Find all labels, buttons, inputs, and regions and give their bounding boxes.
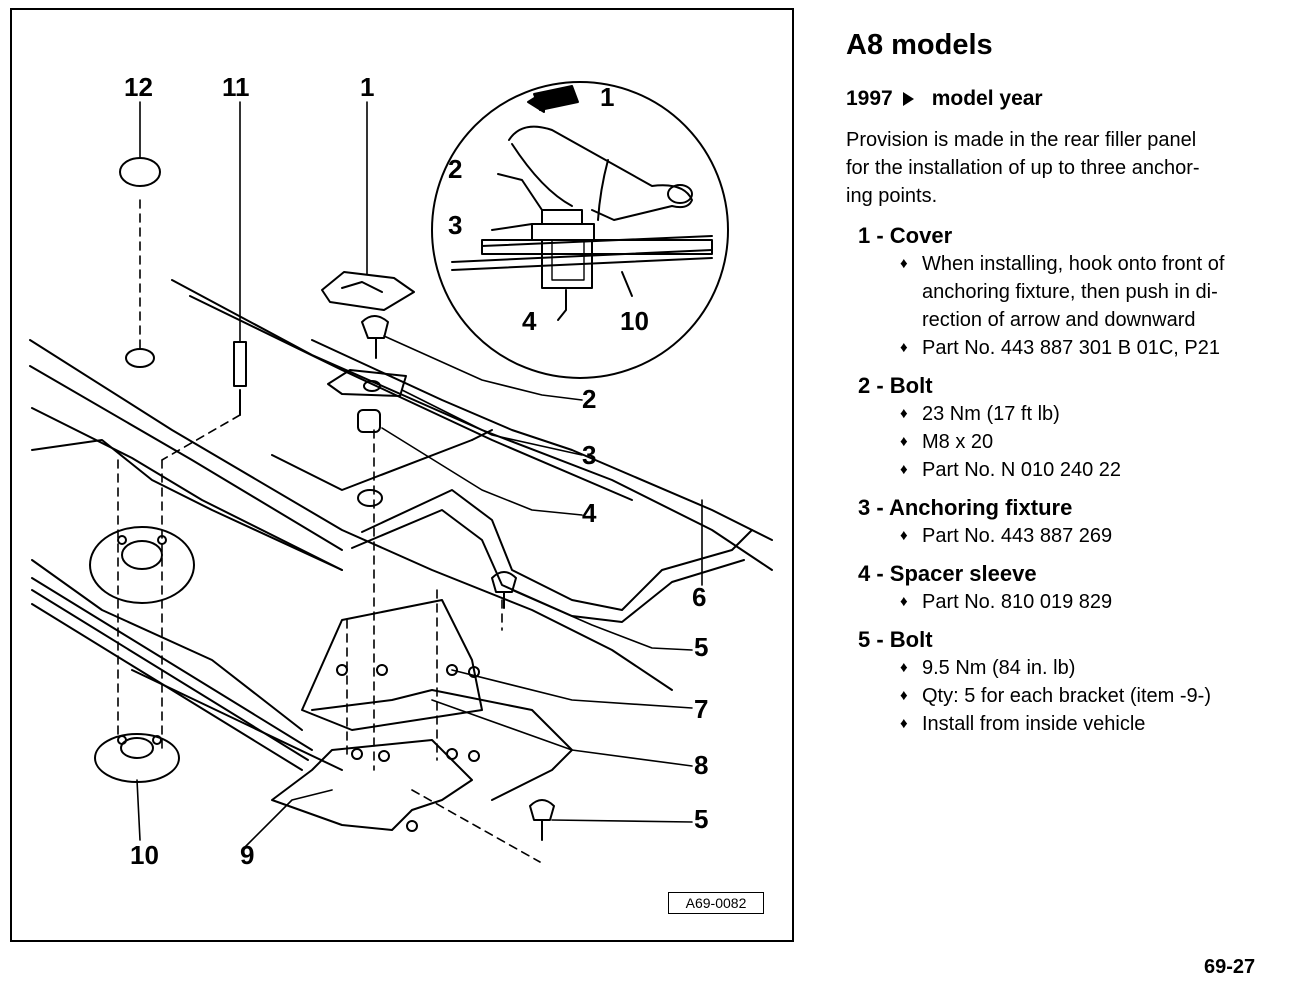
callout-9: 9 [240, 840, 255, 870]
list-item: 4 - Spacer sleeve Part No. 810 019 829 [858, 560, 1296, 616]
inset-callout-1: 1 [600, 82, 615, 112]
inset-callout-4: 4 [522, 306, 537, 336]
callout-7: 7 [694, 694, 709, 724]
model-year-heading: 1997 model year [846, 86, 1296, 112]
inset-callout-2: 2 [448, 154, 463, 184]
list-item: 5 - Bolt 9.5 Nm (84 in. lb) Qty: 5 for e… [858, 626, 1296, 738]
page-number: 69-27 [1204, 956, 1256, 978]
parts-list: 1 - Cover When installing, hook onto fro… [846, 222, 1296, 738]
model-year-label: model year [931, 87, 1043, 110]
callout-3: 3 [582, 440, 597, 470]
inset-callout-10: 10 [620, 306, 649, 336]
item-bullet: M8 x 20 [900, 428, 1296, 456]
section-title: A8 models [846, 29, 993, 61]
list-item: 1 - Cover When installing, hook onto fro… [858, 222, 1296, 362]
text-column: A8 models 1997 model year Provision is m… [846, 28, 1296, 738]
part-fixture-3 [327, 369, 407, 397]
item-bullet: Part No. 443 887 269 [900, 522, 1296, 550]
inset-callout-3: 3 [448, 210, 463, 240]
item-heading: 5 - Bolt [858, 627, 933, 652]
item-heading: 3 - Anchoring fixture [858, 495, 1073, 520]
callout-8: 8 [694, 750, 709, 780]
item-heading: 1 - Cover [858, 223, 953, 248]
exploded-diagram: 12 11 1 2 3 4 6 5 7 8 5 10 9 1 2 3 4 10 … [10, 8, 794, 942]
item-bullet: Part No. N 010 240 22 [900, 456, 1296, 484]
item-bullet: Part No. 810 019 829 [900, 588, 1296, 616]
part-cover-1 [321, 271, 415, 311]
part-bolt-2 [361, 315, 389, 359]
callout-10: 10 [130, 840, 159, 870]
callout-2: 2 [582, 384, 597, 414]
anchor-base-plates [89, 526, 195, 783]
model-year: 1997 [846, 87, 893, 110]
item-bullet: 23 Nm (17 ft lb) [900, 400, 1296, 428]
part-pin-11 [233, 341, 247, 416]
callout-6: 6 [692, 582, 707, 612]
intro-paragraph: Provision is made in the rear filler pan… [846, 129, 1200, 207]
list-item: 2 - Bolt 23 Nm (17 ft lb) M8 x 20 Part N… [858, 372, 1296, 484]
item-bullet: When installing, hook onto front of anch… [900, 250, 1296, 334]
part-bolt-5 [491, 571, 555, 841]
callout-4: 4 [582, 498, 597, 528]
item-heading: 4 - Spacer sleeve [858, 561, 1037, 586]
callout-1: 1 [360, 72, 375, 102]
list-item: 3 - Anchoring fixture Part No. 443 887 2… [858, 494, 1296, 550]
callout-11: 11 [222, 72, 250, 102]
part-sleeve-4 [357, 409, 383, 507]
item-bullet: Install from inside vehicle [900, 710, 1296, 738]
leader-lines [136, 101, 703, 849]
part-bracket-9 [271, 599, 573, 832]
callout-5-lower: 5 [694, 804, 709, 834]
inset-detail [431, 81, 729, 379]
arrow-right-icon [902, 92, 914, 106]
figure-reference-code: A69-0082 [668, 892, 764, 914]
assembly-lines [117, 199, 541, 863]
item-bullet: Part No. 443 887 301 B 01C, P21 [900, 334, 1296, 362]
item-heading: 2 - Bolt [858, 373, 933, 398]
item-bullet: 9.5 Nm (84 in. lb) [900, 654, 1296, 682]
item-bullet: Qty: 5 for each bracket (item -9-) [900, 682, 1296, 710]
diagram-drawing [29, 81, 773, 863]
callout-12: 12 [124, 72, 153, 102]
callout-5-upper: 5 [694, 632, 709, 662]
